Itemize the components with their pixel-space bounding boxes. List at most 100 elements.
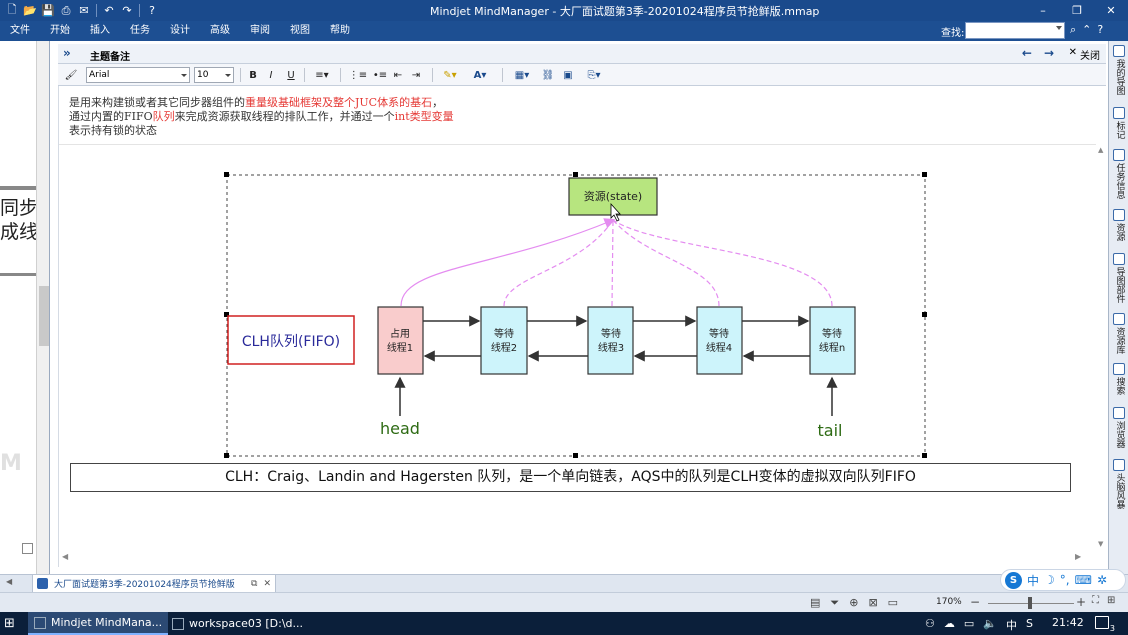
people-icon[interactable]: ⚇ [925, 617, 935, 630]
page-view-icon[interactable]: ▭ [887, 596, 899, 609]
network-icon[interactable]: ☁ [943, 617, 955, 630]
numbered-list-icon[interactable]: ⋮≡ [348, 69, 368, 81]
menu-task[interactable]: 任务 [130, 25, 150, 36]
help-icon[interactable]: ? [149, 4, 155, 17]
sidebar-tab-browser[interactable]: 浏览器 [1110, 407, 1128, 448]
menu-file[interactable]: 文件 [10, 25, 30, 36]
increase-indent-icon[interactable]: ⇥ [411, 69, 421, 81]
new-icon[interactable]: 🗋 [7, 3, 17, 16]
close-panel-button[interactable]: ✕关闭 [1069, 47, 1100, 62]
taskbar-app-eclipse[interactable]: workspace03 [D:\d... [166, 612, 309, 635]
clh-diagram-image[interactable]: 资源(state) CLH队列(FIFO) 占用 线程1 等待 线程2 等待 线… [59, 86, 1096, 552]
ime-language[interactable]: 中 [1027, 573, 1040, 588]
map-index-icon[interactable]: ▤ [810, 596, 821, 609]
keyboard-icon[interactable]: ⌨ [1074, 573, 1092, 587]
taskbar-app-mindmanager[interactable]: Mindjet MindMana... [28, 612, 169, 635]
note-vertical-scrollbar[interactable]: ▲ ▼ [1096, 144, 1107, 567]
resize-handle[interactable] [922, 453, 927, 458]
document-tab[interactable]: 大厂面试题第3季-20201024程序员节抢鲜版 ⧉✕ [32, 575, 276, 593]
bullet-list-icon[interactable]: •≡ [372, 69, 388, 81]
ime-toolbar[interactable]: S 中 ☽ °, ⌨ ✲ [1000, 569, 1126, 591]
sogou-tray-icon[interactable]: S [1025, 617, 1033, 630]
print-icon[interactable]: ⎙ [61, 3, 71, 17]
moon-icon[interactable]: ☽ [1044, 573, 1055, 587]
fit-map-icon[interactable]: ⊠ [868, 596, 878, 609]
map-overview-toggle[interactable] [22, 543, 33, 554]
note-horizontal-scrollbar[interactable]: ◀ ▶ [59, 552, 1096, 565]
find-input[interactable] [965, 22, 1065, 39]
zoom-out-icon[interactable]: − [970, 595, 981, 609]
close-window-button[interactable]: ✕ [1106, 4, 1116, 17]
volume-icon[interactable]: 🔈 [983, 617, 997, 630]
resize-handle[interactable] [224, 172, 229, 177]
battery-icon[interactable]: ▭ [963, 617, 975, 630]
undo-icon[interactable]: ↶ [104, 4, 114, 17]
italic-icon[interactable]: I [269, 69, 273, 81]
sidebar-tab-my-maps[interactable]: 我的导图 [1110, 45, 1128, 95]
focus-topic-icon[interactable]: ⊕ [849, 596, 859, 609]
chevron-down-icon[interactable] [1056, 26, 1062, 30]
help-circle-icon[interactable]: ? [1097, 23, 1104, 36]
sidebar-tab-map-parts[interactable]: 导图部件 [1110, 253, 1128, 303]
note-editor[interactable]: 是用来构建锁或者其它同步器组件的重量级基础框架及整个JUC体系的基石， 通过内置… [58, 86, 1107, 567]
zoom-in-icon[interactable]: + [1076, 595, 1087, 609]
menu-review[interactable]: 审阅 [250, 25, 270, 36]
ime-settings-icon[interactable]: ✲ [1096, 573, 1107, 587]
resize-handle[interactable] [922, 172, 927, 177]
redo-icon[interactable]: ↷ [122, 4, 132, 17]
system-clock[interactable]: 21:42 [1052, 616, 1084, 629]
bold-icon[interactable]: B [249, 69, 257, 81]
scroll-up-icon[interactable]: ▲ [1098, 146, 1104, 154]
menu-home[interactable]: 开始 [50, 25, 70, 36]
underline-icon[interactable]: U [287, 69, 295, 81]
windows-start-icon[interactable]: ⊞ [4, 616, 15, 631]
tab-close-icon[interactable]: ✕ [263, 578, 271, 589]
tab-detach-icon[interactable]: ⧉ [251, 578, 258, 589]
table-icon[interactable]: ▦▾ [514, 69, 530, 81]
sidebar-tab-task-info[interactable]: 任务信息 [1110, 149, 1128, 199]
zoom-slider-thumb[interactable] [1028, 597, 1032, 609]
save-icon[interactable]: 💾 [41, 4, 55, 17]
align-icon[interactable]: ≡▾ [315, 69, 329, 81]
menu-design[interactable]: 设计 [170, 25, 190, 36]
open-icon[interactable]: 📂 [23, 4, 37, 17]
scroll-left-icon[interactable]: ◀ [62, 552, 69, 561]
resize-handle[interactable] [922, 312, 927, 317]
zoom-options-icon[interactable]: ⊞ [1107, 595, 1116, 606]
font-size-select[interactable]: 10 [194, 67, 234, 83]
canvas-vertical-scrollbar[interactable] [36, 41, 49, 574]
resize-handle[interactable] [573, 453, 578, 458]
highlight-color-icon[interactable]: ✎▾ [443, 69, 457, 81]
restore-button[interactable]: ❐ [1072, 4, 1082, 17]
sidebar-tab-search[interactable]: 搜索 [1110, 363, 1128, 395]
zoom-fit-icon[interactable]: ⛶ [1092, 595, 1099, 606]
sidebar-tab-resources[interactable]: 资源 [1110, 209, 1128, 241]
binoculars-icon[interactable]: ⌕ [1070, 23, 1077, 36]
font-name-select[interactable]: Arial [86, 67, 190, 83]
font-color-icon[interactable]: A▾ [473, 69, 487, 81]
scroll-down-icon[interactable]: ▼ [1098, 540, 1104, 548]
tab-scroll-left-icon[interactable]: ◀ [6, 577, 13, 586]
hyperlink-icon[interactable]: ⛓ [541, 69, 555, 81]
menu-view[interactable]: 视图 [290, 25, 310, 36]
sidebar-tab-brainstorm[interactable]: 头脑风暴 [1110, 459, 1128, 509]
next-topic-icon[interactable]: → [1043, 46, 1054, 60]
tray-language[interactable]: 中 [1005, 619, 1017, 632]
sidebar-tab-markers[interactable]: 标记 [1110, 107, 1128, 139]
mail-icon[interactable]: ✉ [79, 4, 89, 17]
filter-icon[interactable]: ⏷ [830, 596, 840, 609]
menu-advanced[interactable]: 高级 [210, 25, 230, 36]
resize-handle[interactable] [224, 312, 229, 317]
menu-help[interactable]: 帮助 [330, 25, 350, 36]
menu-insert[interactable]: 插入 [90, 25, 110, 36]
collapse-panel-icon[interactable]: » [63, 46, 71, 60]
ribbon-minimize-icon[interactable]: ⌃ [1082, 23, 1092, 36]
format-painter-icon[interactable]: 🖌 [64, 69, 78, 81]
decrease-indent-icon[interactable]: ⇤ [393, 69, 403, 81]
scroll-right-icon[interactable]: ▶ [1075, 552, 1082, 561]
notification-center-icon[interactable] [1095, 616, 1115, 633]
minimize-button[interactable]: – [1040, 4, 1046, 17]
scrollbar-thumb[interactable] [39, 286, 49, 346]
resize-handle[interactable] [573, 172, 578, 177]
insert-object-icon[interactable]: ⎘▾ [587, 69, 601, 81]
